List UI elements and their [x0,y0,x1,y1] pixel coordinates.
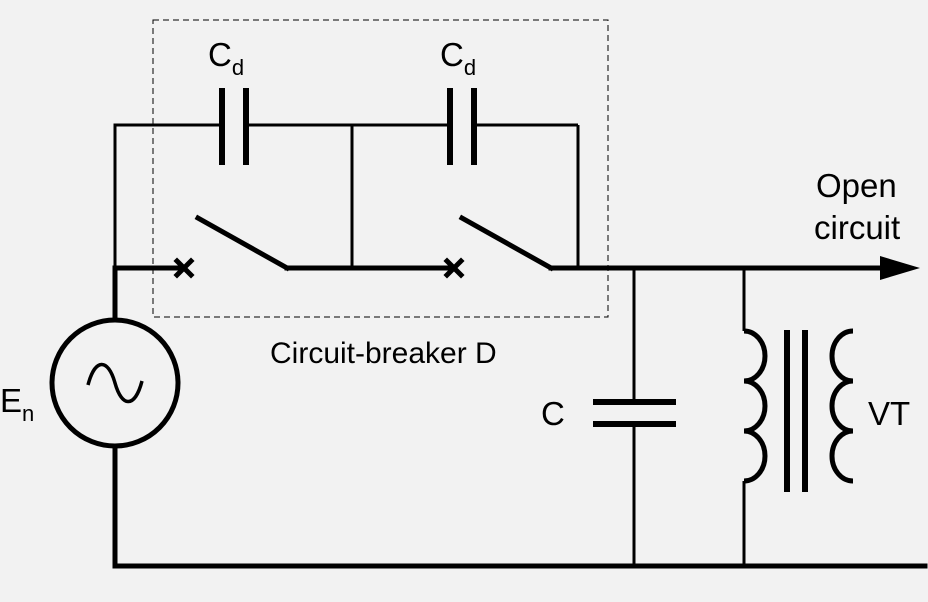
label-cd-right: Cd [440,36,476,80]
vt-secondary-coil-icon [829,328,854,484]
circuit-breaker-boundary [152,19,609,318]
capacitor-cd-left [219,88,249,165]
breaker-fixed-contact-left-icon [173,257,195,279]
label-cd-left: Cd [208,36,244,80]
capacitor-cd-right [447,88,477,165]
label-circuit: circuit [814,209,900,246]
label-source-en: En [0,382,34,426]
breaker-blade-left [194,214,291,272]
vt-primary-coil-icon [743,328,768,484]
label-open: Open [816,167,897,204]
label-cap-c: C [541,395,565,432]
breaker-fixed-contact-right-icon [443,257,465,279]
label-circuit-breaker: Circuit-breaker D [270,337,497,370]
arrow-head-icon [880,256,920,280]
breaker-blade-right [458,214,555,272]
sine-wave-icon [86,362,144,404]
top-parallel-wire [113,123,222,268]
label-vt: VT [868,395,910,432]
